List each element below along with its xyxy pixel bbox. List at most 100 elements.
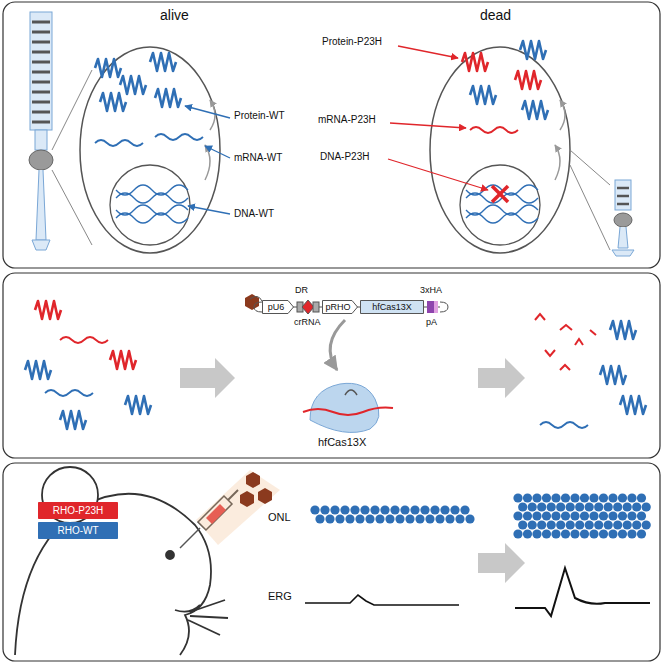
gene-box: hfCas13X	[360, 300, 424, 314]
nucleus-dot	[627, 529, 636, 538]
syringe	[180, 470, 280, 548]
nucleus-dot	[537, 520, 546, 529]
nucleus-dot	[542, 529, 551, 538]
nucleus-dot	[370, 505, 379, 514]
nucleus-dot	[637, 493, 646, 502]
nucleus-dot	[380, 505, 389, 514]
box-label: pRHO	[325, 303, 350, 312]
nucleus-dot	[575, 520, 584, 529]
text-label: ONL	[268, 511, 291, 523]
nucleus-dot	[340, 505, 349, 514]
nucleus-dot	[585, 502, 594, 511]
nucleus-dot	[365, 514, 374, 523]
nucleus-dot	[599, 493, 608, 502]
nucleus-dot	[570, 511, 579, 520]
nucleus-dot	[405, 514, 414, 523]
nucleus-dot	[604, 520, 613, 529]
nucleus-dot	[460, 505, 469, 514]
nucleus-dot	[551, 493, 560, 502]
nucleus-dot	[532, 529, 541, 538]
text-label: Protein-WT	[234, 110, 285, 121]
nucleus-dot	[513, 493, 522, 502]
nucleus-dot	[355, 514, 364, 523]
nucleus-dot	[425, 514, 434, 523]
text-label: dead	[480, 8, 511, 23]
nucleus-dot	[618, 493, 627, 502]
nucleus-dot	[518, 520, 527, 529]
nucleus-dot	[465, 514, 474, 523]
nucleus-dot	[627, 493, 636, 502]
text-label: DNA-WT	[234, 208, 274, 219]
promoter-arrow: pRHO	[322, 300, 358, 314]
nucleus-dot	[315, 514, 324, 523]
nucleus-dot	[430, 505, 439, 514]
nucleus-dot	[345, 514, 354, 523]
nucleus-dot	[580, 493, 589, 502]
nucleus-dot	[518, 502, 527, 511]
nucleus-dot	[335, 514, 344, 523]
nucleus-dot	[528, 502, 537, 511]
nucleus-dot	[566, 520, 575, 529]
nucleus-dot	[415, 514, 424, 523]
text-label: mRNA-P23H	[318, 114, 376, 125]
text-label: ERG	[268, 590, 292, 602]
nucleus-dot	[551, 511, 560, 520]
nucleus-dot	[360, 505, 369, 514]
nucleus-dot	[395, 514, 404, 523]
nucleus-dot	[613, 502, 622, 511]
text-label: pA	[426, 318, 437, 328]
nucleus-dot	[637, 529, 646, 538]
nucleus-dot	[580, 511, 589, 520]
nucleus-dot	[445, 514, 454, 523]
panel	[3, 463, 660, 661]
mouse	[15, 467, 228, 655]
nucleus-dot	[580, 529, 589, 538]
nucleus-dot	[350, 505, 359, 514]
nucleus-dot	[390, 505, 399, 514]
box-label: hfCas13X	[372, 303, 412, 312]
nucleus-dot	[542, 493, 551, 502]
text-label: alive	[160, 8, 189, 23]
nucleus-dot	[455, 514, 464, 523]
nucleus-dot	[375, 514, 384, 523]
nucleus-dot	[325, 514, 334, 523]
nucleus-dot	[542, 511, 551, 520]
nucleus-dot	[556, 502, 565, 511]
nucleus-dot	[547, 502, 556, 511]
nucleus-dot	[310, 505, 319, 514]
nucleus-dot	[589, 493, 598, 502]
text-label: mRNA-WT	[234, 152, 282, 163]
nucleus-dot	[561, 493, 570, 502]
nucleus-dot	[608, 529, 617, 538]
nucleus-dot	[523, 529, 532, 538]
nucleus-dot	[604, 502, 613, 511]
nucleus-dot	[523, 511, 532, 520]
dead-rod-cell	[570, 150, 634, 256]
text-label: hfCas13X	[318, 436, 366, 448]
nucleus-dot	[566, 502, 575, 511]
nucleus-dot	[585, 520, 594, 529]
allele-box: RHO-WT	[38, 522, 118, 539]
nucleus-dot	[570, 529, 579, 538]
nucleus-dot	[523, 493, 532, 502]
nucleus-dot	[594, 520, 603, 529]
nucleus-dot	[608, 493, 617, 502]
panel	[3, 273, 660, 458]
box-label: RHO-WT	[57, 526, 98, 536]
nucleus-dot	[561, 529, 570, 538]
text-label: crRNA	[294, 318, 321, 328]
nucleus-dot	[532, 511, 541, 520]
nucleus-dot	[618, 511, 627, 520]
nucleus-dot	[594, 502, 603, 511]
nucleus-dot	[400, 505, 409, 514]
nucleus-dot	[623, 502, 632, 511]
box-label: pU6	[268, 303, 285, 312]
nucleus-dot	[632, 502, 641, 511]
nucleus-dot	[320, 505, 329, 514]
nucleus-dot	[623, 520, 632, 529]
text-label: DNA-P23H	[320, 151, 369, 162]
nucleus-dot	[618, 529, 627, 538]
nucleus-dot	[608, 511, 617, 520]
nucleus-dot	[642, 520, 651, 529]
nucleus-dot	[556, 520, 565, 529]
